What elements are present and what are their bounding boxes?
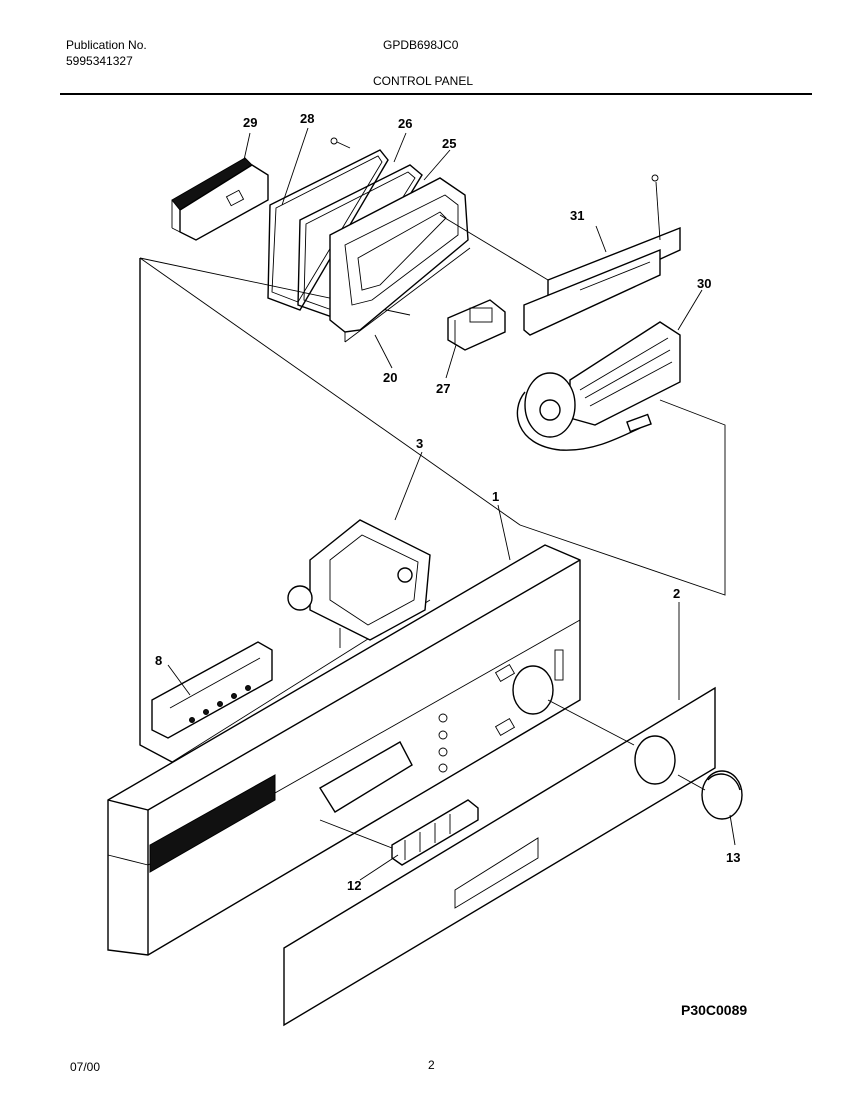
page-number: 2 <box>428 1058 435 1072</box>
callout-2: 2 <box>673 586 680 601</box>
callout-20: 20 <box>383 370 397 385</box>
part-1-control-panel <box>107 544 581 956</box>
part-25-window-frame <box>329 177 471 343</box>
upper-plane-diagonal <box>139 257 521 526</box>
callout-1: 1 <box>492 489 499 504</box>
part-30-blower-assembly <box>516 321 681 451</box>
callout-27: 27 <box>436 381 450 396</box>
callout-28: 28 <box>300 111 314 126</box>
model-number: GPDB698JC0 <box>383 38 459 52</box>
drawing-code: P30C0089 <box>681 1002 748 1018</box>
part-27-switch <box>447 299 506 351</box>
upper-plane-right-edge <box>519 399 726 596</box>
publication-label: Publication No. <box>66 38 147 52</box>
publication-number: 5995341327 <box>66 54 133 68</box>
part-12-buttons <box>391 799 479 866</box>
part-29-vent-insert <box>171 157 269 241</box>
callout-13: 13 <box>726 850 740 865</box>
part-31-top-panel <box>439 214 681 336</box>
callout-31: 31 <box>570 208 584 223</box>
callout-30: 30 <box>697 276 711 291</box>
callout-26: 26 <box>398 116 412 131</box>
section-title: CONTROL PANEL <box>373 74 474 88</box>
part-13-knob <box>677 770 743 820</box>
leader-lines <box>167 127 736 881</box>
upper-plane-outline <box>139 258 173 763</box>
callout-12: 12 <box>347 878 361 893</box>
callout-3: 3 <box>416 436 423 451</box>
part-2-front-overlay <box>283 686 716 1027</box>
part-3-timer-control <box>287 519 431 648</box>
part-8-button-switch <box>151 641 273 739</box>
screw-icon <box>330 137 351 149</box>
header-rule <box>60 93 812 95</box>
callout-29: 29 <box>243 115 257 130</box>
callout-8: 8 <box>155 653 162 668</box>
screw-icon <box>651 174 661 241</box>
footer-date: 07/00 <box>70 1060 101 1074</box>
callout-25: 25 <box>442 136 456 151</box>
